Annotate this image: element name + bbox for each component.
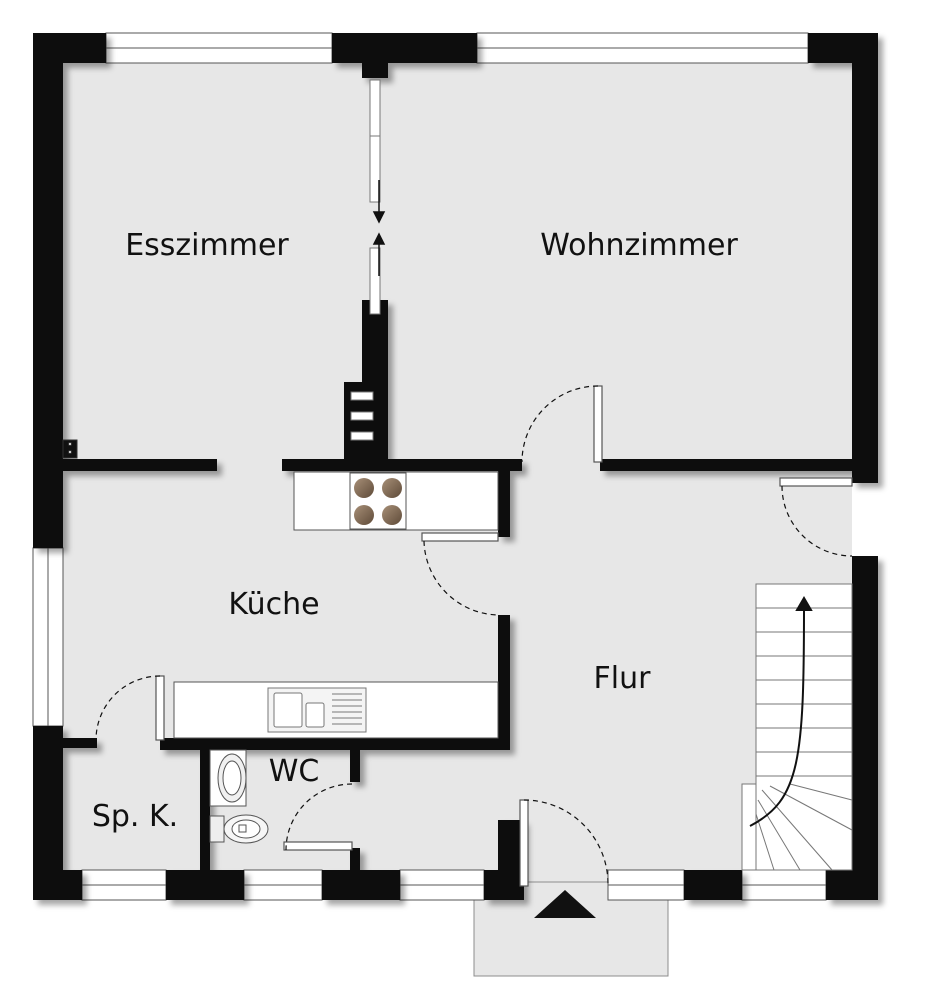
toilet-icon	[209, 814, 269, 844]
sliding-arrows	[372, 180, 386, 276]
label-wc: WC	[269, 754, 320, 789]
room-labels: Esszimmer Wohnzimmer Küche Flur WC Sp. K…	[92, 228, 739, 834]
door-speisekammer	[95, 675, 165, 741]
doors	[95, 385, 853, 887]
kitchen-counter-bottom	[173, 681, 499, 739]
label-esszimmer: Esszimmer	[125, 228, 289, 263]
stair-arrow	[749, 596, 813, 827]
sliding-door	[350, 79, 381, 441]
staircase	[741, 583, 853, 871]
door-wohnzimmer	[521, 385, 603, 463]
door-kueche	[421, 532, 499, 616]
windows	[32, 32, 827, 901]
sink-icon	[267, 687, 367, 733]
label-wohnzimmer: Wohnzimmer	[540, 228, 738, 263]
door-right-entry	[779, 477, 853, 557]
washbasin-icon	[209, 749, 247, 807]
socket-icon	[62, 439, 78, 459]
label-speisekammer: Sp. K.	[92, 799, 178, 834]
label-kueche: Küche	[228, 587, 319, 622]
entrance-arrow-icon	[534, 890, 596, 918]
outside-notch	[852, 474, 892, 558]
door-wc	[283, 783, 353, 851]
door-front	[519, 799, 609, 887]
kitchen-counter-top	[293, 471, 499, 531]
label-flur: Flur	[594, 661, 652, 696]
